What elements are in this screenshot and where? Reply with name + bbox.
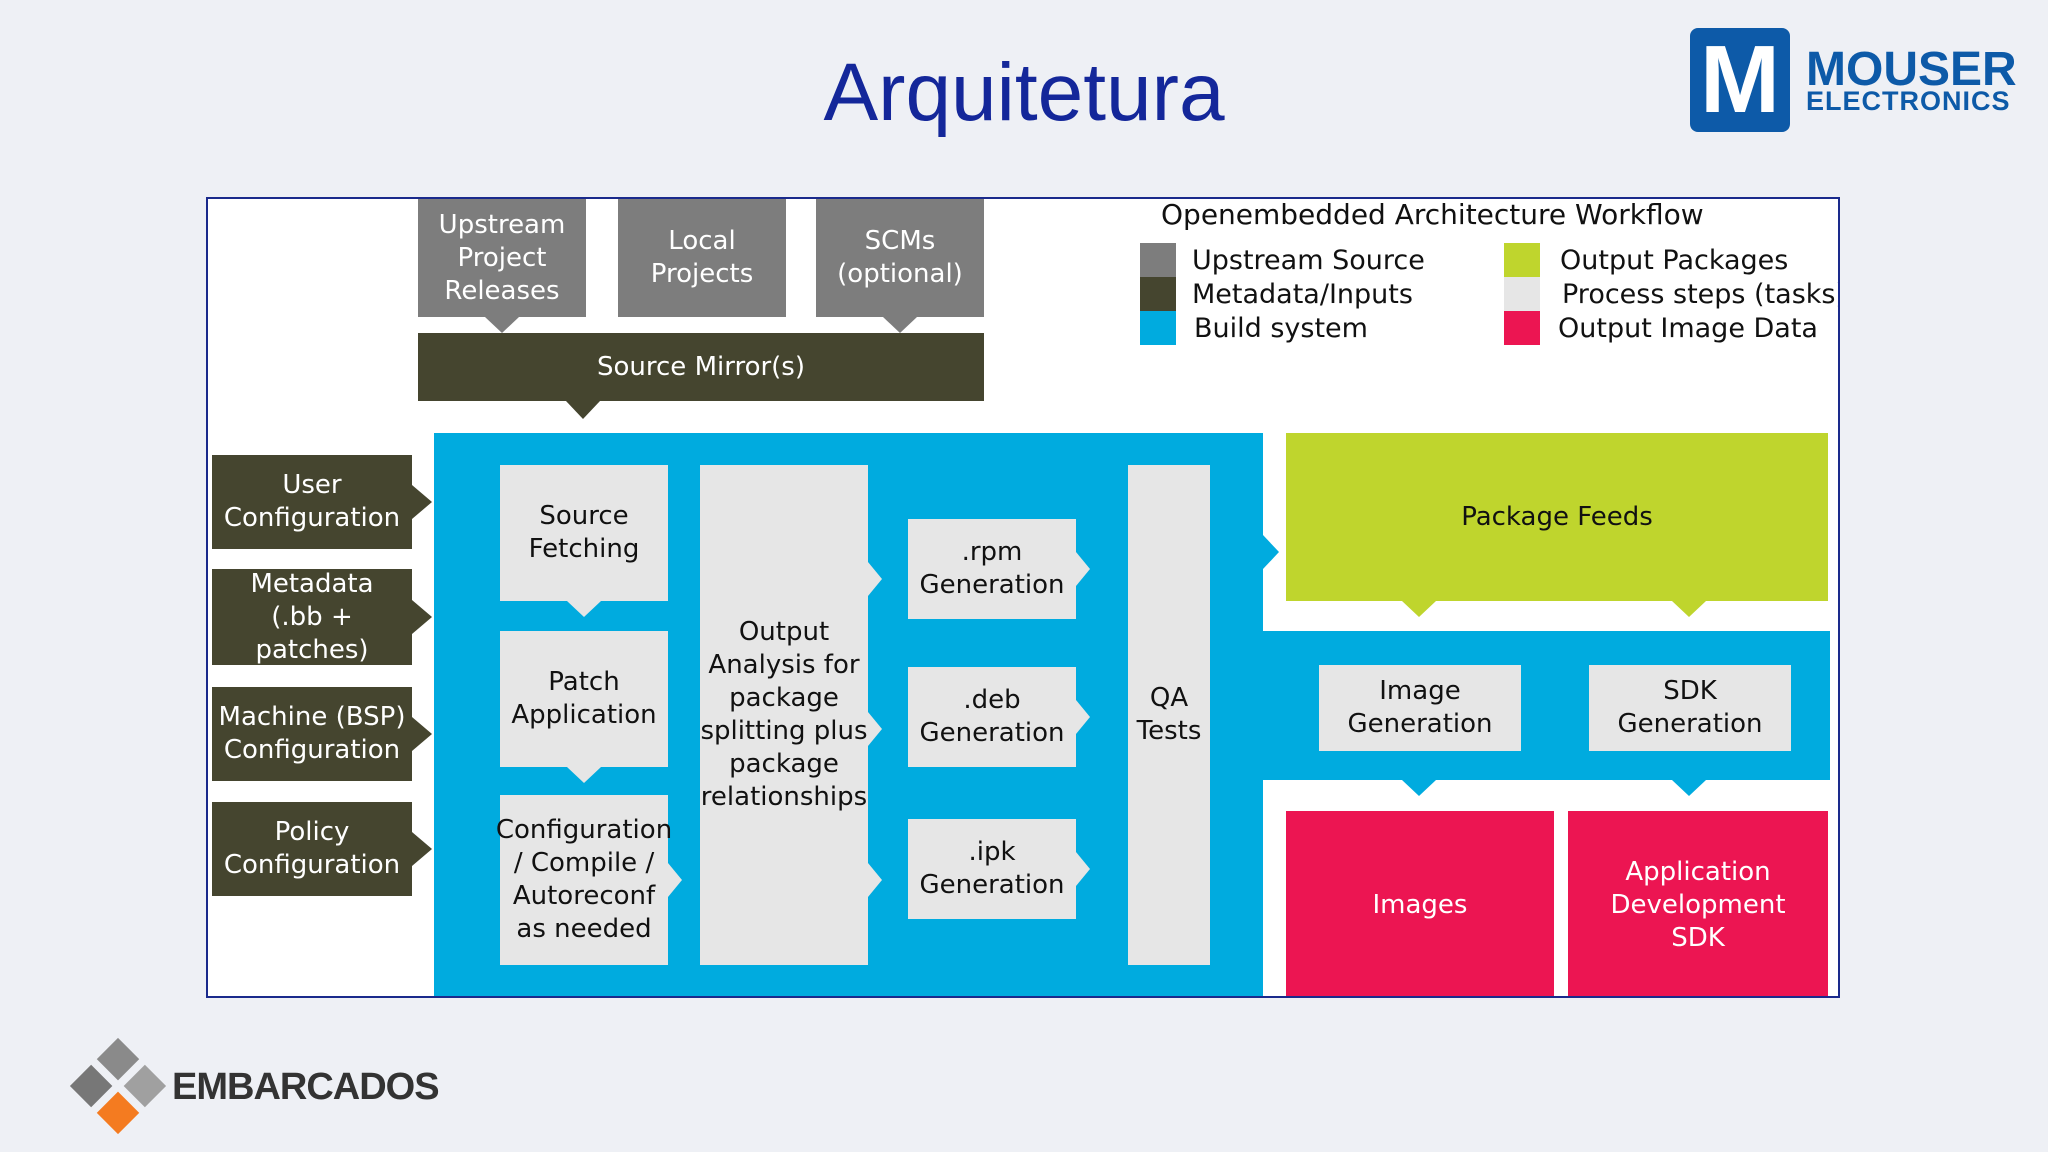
arrow-analysis-to-rpm <box>868 562 882 596</box>
patch-application-box: Patch Application <box>500 631 668 767</box>
application-development-sdk-box: Application Development SDK <box>1568 811 1828 996</box>
embarcados-logo-text: EMBARCADOS <box>172 1066 440 1108</box>
user-configuration-box: User Configuration <box>212 455 412 549</box>
arrow-analysis-to-deb <box>868 712 882 746</box>
upstream-project-releases-box: Upstream Project Releases <box>418 199 586 317</box>
mouser-logo-name: MOUSER <box>1806 43 2017 96</box>
arrow-mirror-to-build <box>566 401 600 419</box>
package-feeds-box: Package Feeds <box>1286 433 1828 601</box>
source-fetching-box: Source Fetching <box>500 465 668 601</box>
arrow-scms-to-mirror <box>883 317 917 333</box>
ipk-generation-box: .ipk Generation <box>908 819 1076 919</box>
arrow-sdk-gen-to-app-sdk <box>1672 780 1706 796</box>
arrow-metadata <box>412 600 432 634</box>
legend-label-output-packages: Output Packages <box>1560 245 1789 276</box>
arrow-machine-config <box>412 717 432 751</box>
scms-box: SCMs (optional) <box>816 199 984 317</box>
legend-swatch-process-steps <box>1504 277 1540 311</box>
images-box: Images <box>1286 811 1554 996</box>
legend-label-output-image-data: Output Image Data <box>1558 313 1818 344</box>
slide-title: Arquitetura <box>823 47 1225 138</box>
arrow-rpm-to-qa <box>1076 552 1090 586</box>
arrow-user-config <box>412 485 432 519</box>
arrow-analysis-to-ipk <box>868 863 882 897</box>
rpm-generation-box: .rpm Generation <box>908 519 1076 619</box>
arrow-ipk-to-qa <box>1076 852 1090 886</box>
legend-swatch-output-packages <box>1504 243 1540 277</box>
arrow-feeds-to-image-gen <box>1402 601 1436 617</box>
deb-generation-box: .deb Generation <box>908 667 1076 767</box>
arrow-deb-to-qa <box>1076 700 1090 734</box>
legend-swatch-build-system <box>1140 311 1176 345</box>
mouser-logo-mark: M <box>1690 28 1790 132</box>
legend-swatch-upstream-source <box>1140 243 1176 277</box>
embarcados-logo-icon <box>69 1037 167 1135</box>
arrow-upstream-to-mirror <box>485 317 519 333</box>
architecture-diagram: Openembedded Architecture Workflow Upstr… <box>206 197 1840 998</box>
metadata-box: Metadata (.bb + patches) <box>212 569 412 665</box>
arrow-feeds-to-sdk-gen <box>1672 601 1706 617</box>
configure-compile-box: Configuration / Compile / Autoreconf as … <box>496 795 672 965</box>
source-mirror-box: Source Mirror(s) <box>418 333 984 401</box>
arrow-fetch-to-patch <box>567 601 601 617</box>
qa-tests-box: QA Tests <box>1128 465 1210 965</box>
arrow-image-gen-to-images <box>1402 780 1436 796</box>
sdk-generation-box: SDK Generation <box>1589 665 1791 751</box>
legend-label-build-system: Build system <box>1194 313 1368 344</box>
policy-configuration-box: Policy Configuration <box>212 802 412 896</box>
image-generation-box: Image Generation <box>1319 665 1521 751</box>
mouser-logo-subtitle: ELECTRONICS <box>1806 86 2011 116</box>
legend-swatch-metadata-inputs <box>1140 277 1176 311</box>
arrow-qa-to-feeds <box>1263 535 1279 569</box>
legend-label-metadata-inputs: Metadata/Inputs <box>1192 279 1413 310</box>
legend-label-process-steps: Process steps (tasks) <box>1562 279 1840 310</box>
legend-label-upstream-source: Upstream Source <box>1192 245 1425 276</box>
arrow-configure-to-analysis <box>668 863 682 897</box>
arrow-patch-to-configure <box>567 767 601 783</box>
machine-bsp-configuration-box: Machine (BSP) Configuration <box>212 687 412 781</box>
diagram-title: Openembedded Architecture Workflow <box>1161 198 1704 231</box>
legend-swatch-output-image-data <box>1504 311 1540 345</box>
local-projects-box: Local Projects <box>618 199 786 317</box>
arrow-policy-config <box>412 832 432 866</box>
output-analysis-box: Output Analysis for package splitting pl… <box>700 465 868 965</box>
